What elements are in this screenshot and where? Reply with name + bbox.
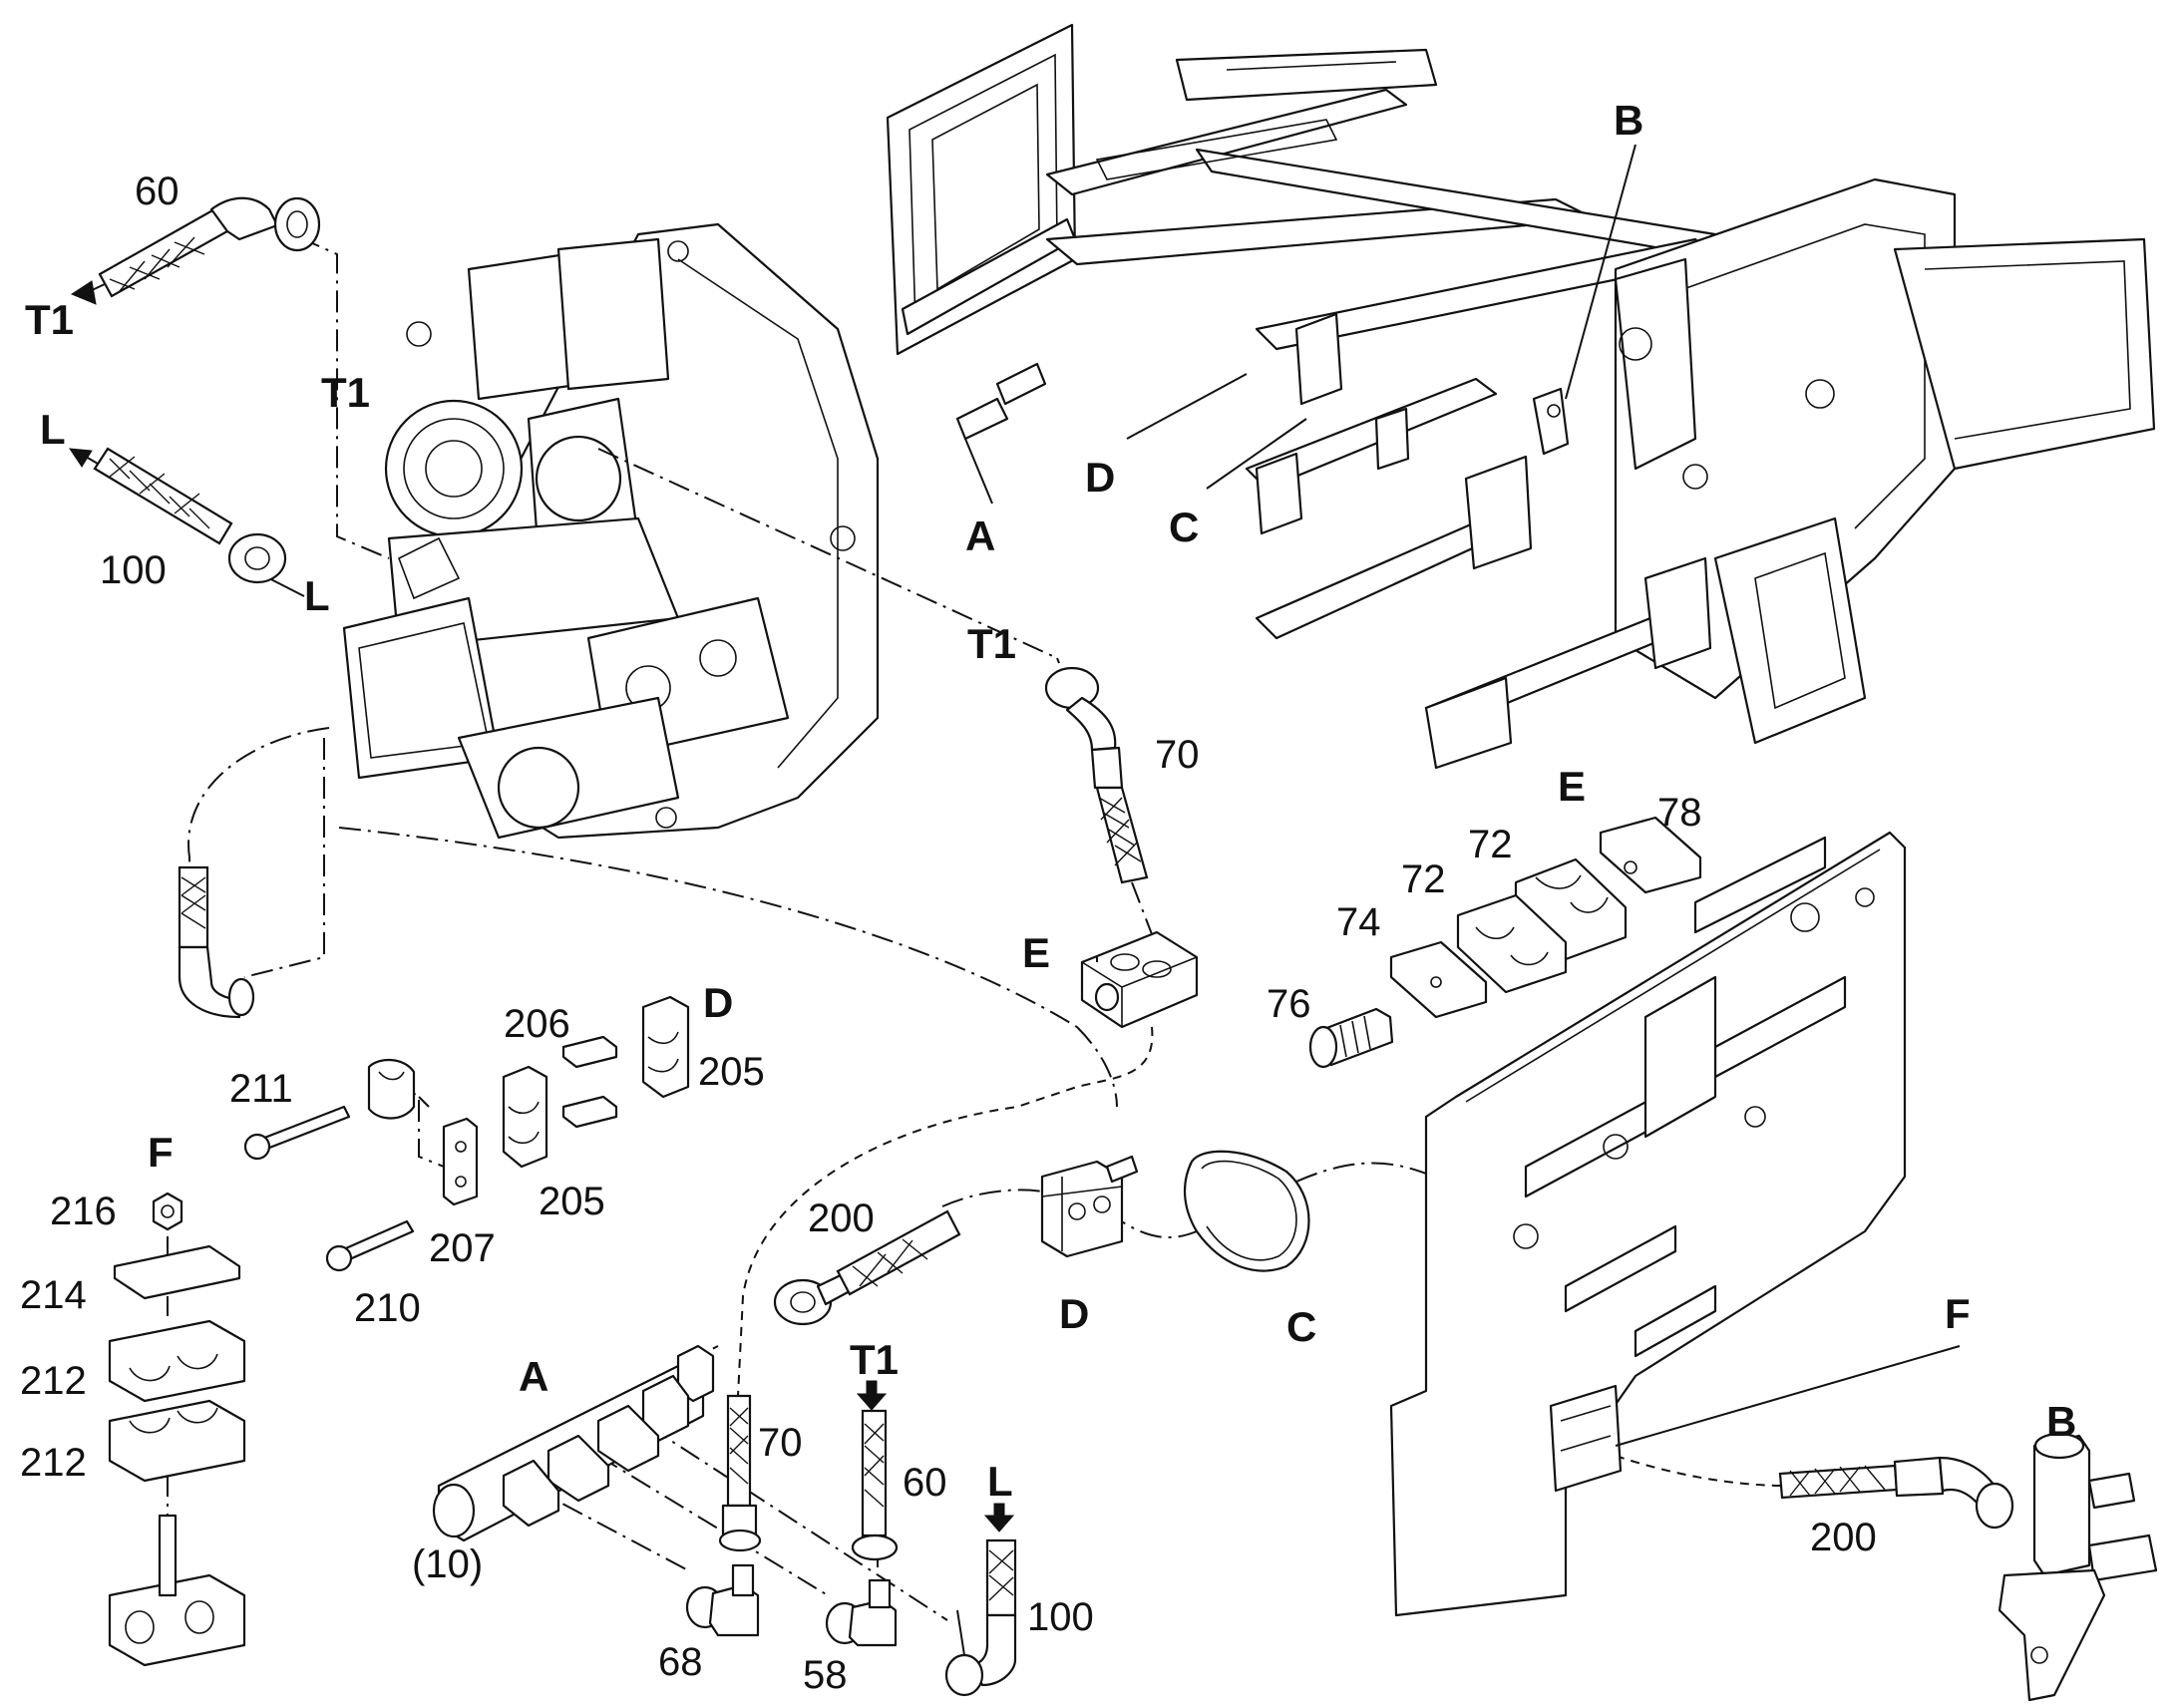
manifold-block-a	[432, 1344, 715, 1542]
arrow-t1-top	[70, 280, 106, 305]
hose-200-mid	[773, 1209, 961, 1326]
elbow-68	[685, 1563, 760, 1637]
clamp-e-exploded	[1308, 816, 1702, 1069]
part-label-216: 216	[50, 1190, 117, 1233]
part-label-200-right: 200	[1810, 1516, 1877, 1559]
callout-t1-arrow-top: T1	[25, 296, 74, 343]
part-label-100-lower: 100	[1027, 1595, 1094, 1639]
callout-d-lower: D	[1059, 1290, 1089, 1337]
callout-d-top: D	[1085, 454, 1115, 501]
callout-e-right: E	[1558, 763, 1586, 810]
clamp-e-mid	[1080, 930, 1199, 1029]
hose-200-right	[1778, 1456, 2014, 1530]
part-label-78: 78	[1657, 791, 1702, 835]
part-label-214: 214	[20, 1273, 87, 1317]
valve-b	[1998, 1432, 2158, 1702]
part-label-60-lower: 60	[903, 1461, 947, 1505]
part-label-60-top: 60	[135, 170, 180, 213]
part-label-10: (10)	[412, 1542, 483, 1586]
callout-t1-fitting: T1	[850, 1336, 899, 1383]
callout-c-lower: C	[1286, 1303, 1316, 1350]
callout-labels: B D C A T1 L T1 L T1 E E D F D C F A T1 …	[25, 97, 2076, 1505]
part-label-58: 58	[803, 1653, 848, 1697]
callout-a-top: A	[965, 512, 995, 559]
hose-100-top	[93, 447, 287, 584]
part-label-70-mid: 70	[1155, 733, 1200, 777]
chassis-frame-drawing	[886, 23, 2156, 770]
clamp-d-lower	[1040, 1155, 1139, 1258]
arrow-l-fitting	[983, 1503, 1015, 1533]
callout-b-lower: B	[2046, 1398, 2076, 1445]
callout-f-right: F	[1945, 1290, 1971, 1337]
part-label-72-b: 72	[1401, 857, 1446, 901]
callout-c-top: C	[1169, 504, 1199, 550]
part-label-211: 211	[229, 1067, 293, 1111]
clamp-d-exploded	[243, 995, 690, 1272]
fitting-100-lower	[944, 1538, 1017, 1697]
callout-e-mid: E	[1022, 929, 1050, 976]
callout-b-top: B	[1614, 97, 1643, 144]
fitting-70-lower	[718, 1394, 762, 1552]
callout-t1-hose-top: T1	[321, 369, 370, 416]
part-label-212-a: 212	[20, 1359, 87, 1403]
fitting-60-lower	[851, 1409, 899, 1561]
callout-l-arrow-top: L	[40, 406, 66, 453]
part-label-76: 76	[1267, 982, 1311, 1026]
leader-lines	[956, 144, 1961, 1656]
hose-60-top	[98, 196, 321, 298]
part-label-205-a: 205	[698, 1050, 765, 1094]
part-label-212-b: 212	[20, 1441, 87, 1485]
part-label-206: 206	[504, 1002, 570, 1046]
callout-l-pump: L	[304, 572, 330, 619]
part-label-72-a: 72	[1468, 823, 1513, 866]
part-label-70-lower: 70	[758, 1421, 803, 1465]
part-number-labels: 60 100 70 78 72 72 74 76 206 205 211 205…	[20, 170, 1877, 1697]
part-label-205-b: 205	[539, 1180, 605, 1223]
mounting-panel	[1389, 831, 1907, 1617]
hose-70-mid	[1044, 666, 1149, 884]
callout-a-lower: A	[519, 1353, 548, 1400]
part-label-100-top: 100	[100, 548, 167, 592]
pump-transmission-assembly-drawing	[342, 222, 880, 840]
part-label-74: 74	[1336, 900, 1381, 944]
arrow-l-top	[69, 448, 99, 468]
seal-c-lower	[1183, 1150, 1310, 1272]
hose-left-elbow	[178, 865, 255, 1019]
callout-d-mid: D	[703, 979, 733, 1026]
part-label-68: 68	[658, 1640, 703, 1684]
callout-l-fitting: L	[987, 1458, 1013, 1505]
callout-f-left: F	[148, 1129, 174, 1176]
part-label-207: 207	[429, 1226, 496, 1270]
callout-t1-line: T1	[967, 620, 1016, 667]
part-label-210: 210	[354, 1286, 421, 1330]
clamp-f-exploded	[108, 1192, 246, 1667]
elbow-58	[825, 1578, 898, 1647]
part-label-200-mid: 200	[808, 1196, 875, 1240]
arrow-t1-fitting	[856, 1380, 888, 1411]
